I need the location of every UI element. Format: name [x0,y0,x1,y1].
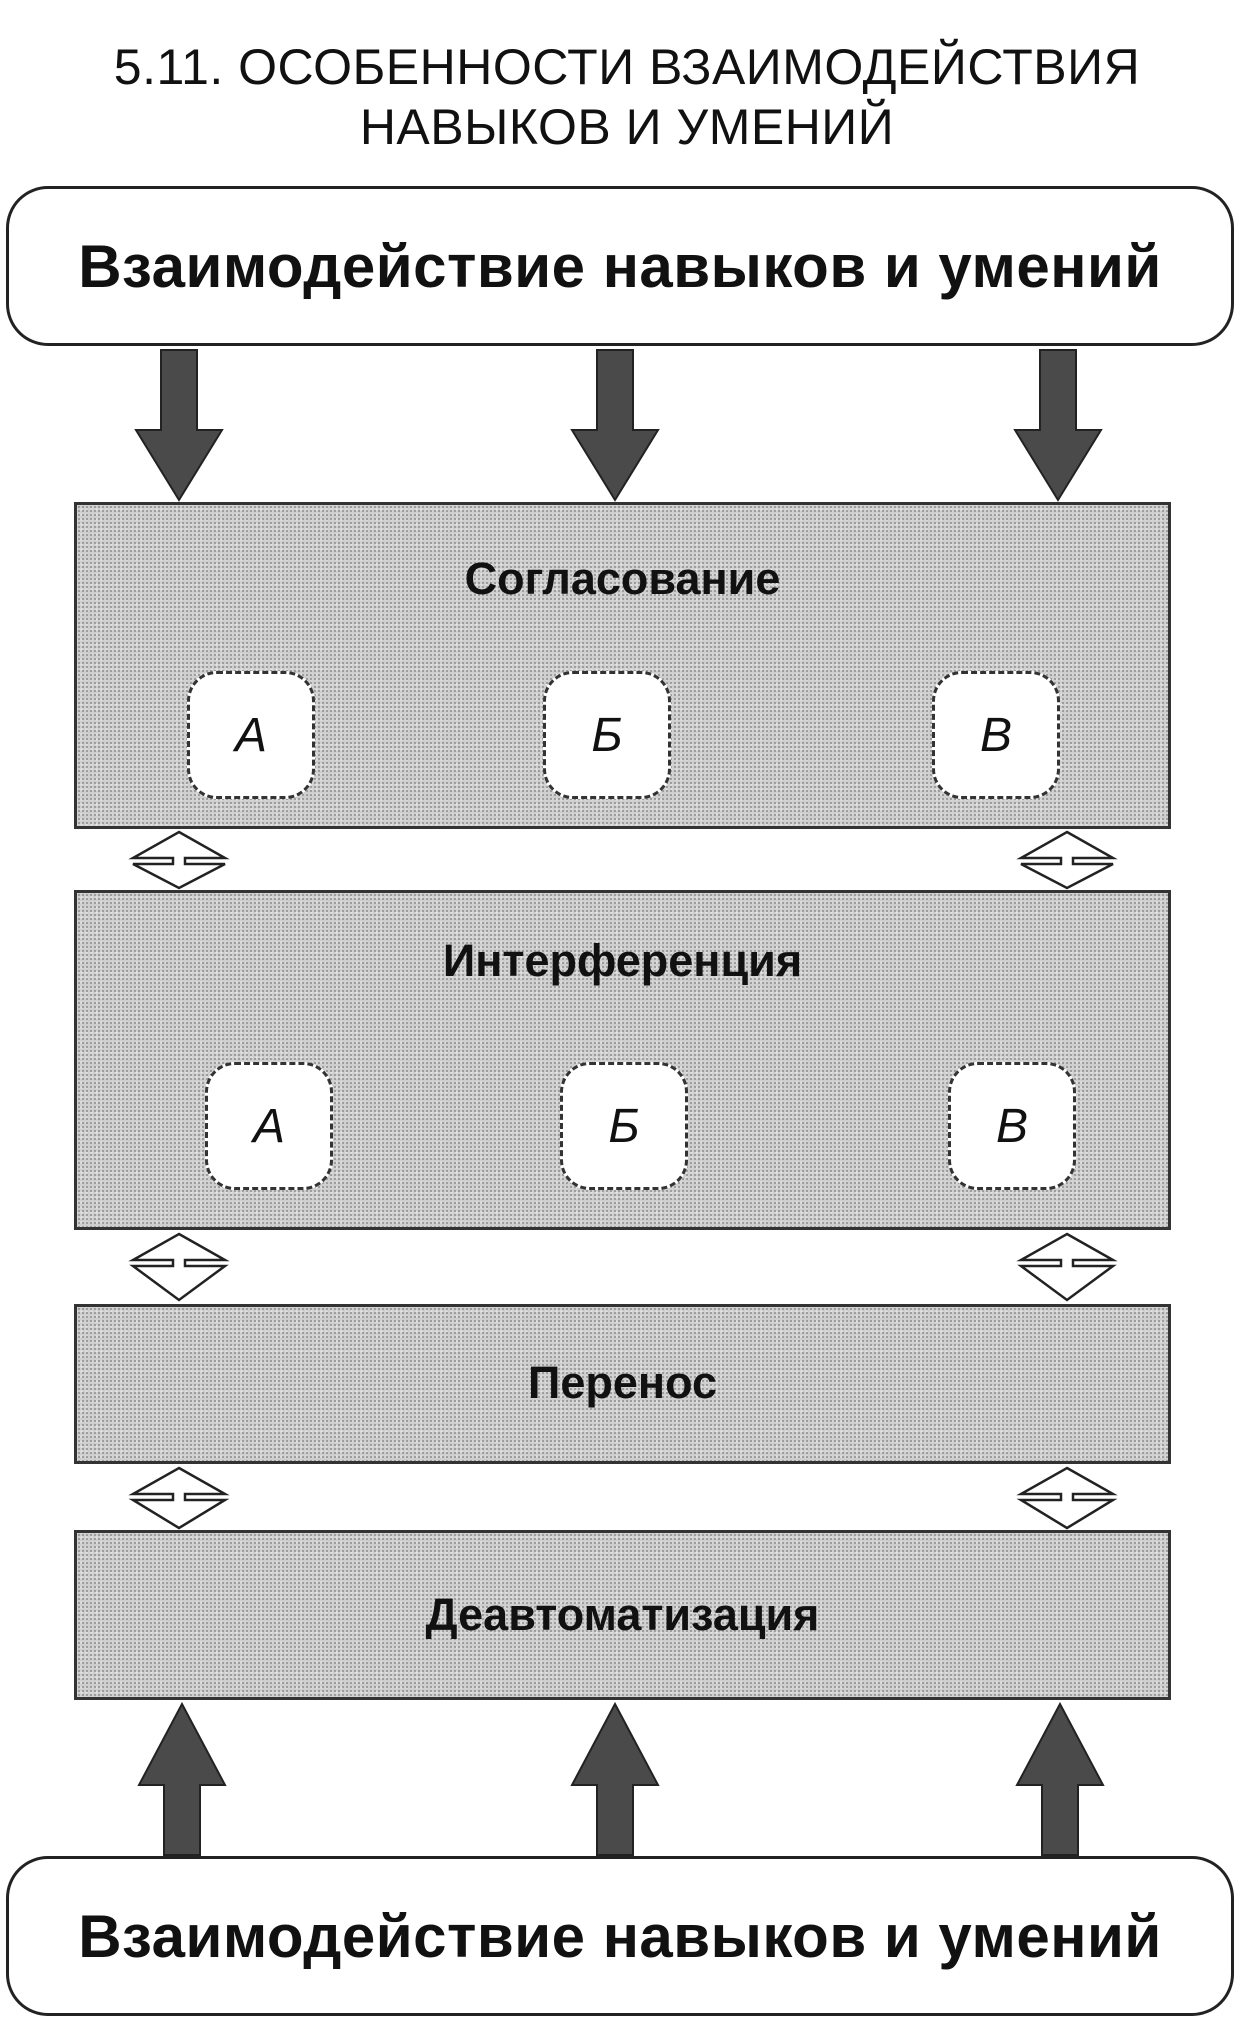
band-coordination-label: Согласование [464,553,781,604]
double-arrow-icon [128,1232,230,1302]
double-arrow-icon [1016,1466,1118,1530]
bottom-source-label: Взаимодействие навыков и умений [78,1902,1162,1970]
coordination-slot-a: А [187,671,315,799]
band-coordination: Согласование А Б В [74,502,1171,829]
double-arrow-icon [128,1466,230,1530]
band-deautomatization-label: Деавтоматизация [425,1589,820,1640]
up-arrow-icon [1015,1701,1105,1856]
top-source-box: Взаимодействие навыков и умений [6,186,1234,346]
double-arrow-icon [1016,1232,1118,1302]
coordination-slot-b: Б [543,671,671,799]
band-interference: Интерференция А Б В [74,890,1171,1230]
down-arrow-icon [1013,349,1103,502]
interference-slot-a: А [205,1062,333,1190]
coordination-slot-c: В [932,671,1060,799]
double-arrow-icon [128,830,230,890]
double-arrow-icon [1016,830,1118,890]
down-arrow-icon [134,349,224,502]
diagram-title-line-2: НАВЫКОВ И УМЕНИЙ [359,99,895,155]
top-source-label: Взаимодействие навыков и умений [78,232,1162,300]
band-transfer: Перенос [74,1304,1171,1464]
diagram-title-line-1: 5.11. ОСОБЕННОСТИ ВЗАИМОДЕЙСТВИЯ [113,39,1141,95]
band-interference-label: Интерференция [442,935,803,986]
band-transfer-label: Перенос [528,1357,717,1408]
up-arrow-icon [137,1701,227,1856]
bottom-source-box: Взаимодействие навыков и умений [6,1856,1234,2016]
interference-slot-b: Б [560,1062,688,1190]
interference-slot-c: В [948,1062,1076,1190]
down-arrow-icon [570,349,660,502]
band-deautomatization: Деавтоматизация [74,1530,1171,1700]
up-arrow-icon [570,1701,660,1856]
